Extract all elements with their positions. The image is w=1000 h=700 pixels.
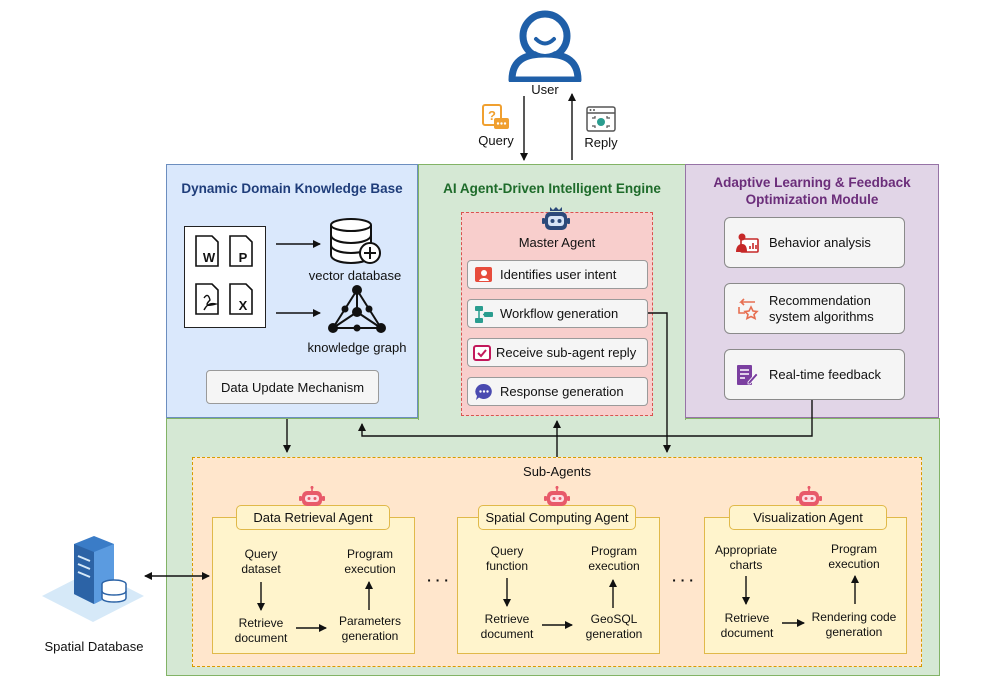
query-label: Query — [478, 133, 514, 148]
sub-robot-icon — [544, 486, 570, 506]
step-line: dataset — [241, 562, 281, 576]
step-line: execution — [344, 562, 396, 576]
master-item-workflow-generation[interactable]: Workflow generation — [467, 299, 648, 328]
master-item-identify-intent[interactable]: Identifies user intent — [467, 260, 648, 289]
engine-title: AI Agent-Driven Intelligent Engine — [443, 181, 661, 196]
step-line: function — [485, 559, 529, 573]
adaptive-title-line2: Optimization Module — [745, 192, 879, 207]
visualization-agent-title[interactable]: Visualization Agent — [729, 505, 887, 530]
master-item-label: Identifies user intent — [500, 267, 617, 282]
step-line: Program — [590, 544, 637, 558]
chat-bubble-icon — [475, 383, 492, 400]
step-line: generation — [341, 629, 399, 643]
behavior-analysis-icon — [736, 233, 759, 253]
module-label: Real-time feedback — [769, 366, 881, 382]
ellipsis-2: · · · — [672, 572, 694, 588]
step-line: generation — [825, 625, 883, 639]
intent-icon — [475, 266, 492, 282]
module-label: Behavior analysis — [769, 234, 871, 250]
step-line: execution — [588, 559, 640, 573]
visualization-agent-box — [704, 517, 907, 654]
module-recommendation[interactable]: Recommendation system algorithms — [724, 283, 905, 334]
data-retrieval-agent-title[interactable]: Data Retrieval Agent — [236, 505, 390, 530]
knowledge-base-title: Dynamic Domain Knowledge Base — [181, 181, 403, 196]
step-line: document — [480, 627, 534, 641]
spatial-database-icon — [42, 536, 144, 622]
reply-label: Reply — [584, 135, 618, 150]
step-line: execution — [828, 557, 880, 571]
sub-agents-title: Sub-Agents — [523, 464, 591, 479]
spatial-computing-agent-title[interactable]: Spatial Computing Agent — [478, 505, 636, 530]
module-behavior-analysis[interactable]: Behavior analysis — [724, 217, 905, 268]
master-item-label: Receive sub-agent reply — [496, 345, 637, 360]
word-doc-letter: W — [202, 250, 216, 265]
knowledge-graph-label: knowledge graph — [307, 340, 407, 355]
step-line: Retrieve — [484, 612, 530, 626]
recommendation-icon — [738, 297, 759, 320]
master-item-response-generation[interactable]: Response generation — [467, 377, 648, 406]
module-label-line2: system algorithms — [769, 308, 874, 324]
step-line: charts — [729, 558, 763, 572]
user-icon — [508, 10, 582, 82]
step-line: Program — [830, 542, 877, 556]
reply-icon — [586, 106, 616, 132]
query-icon: ? — [482, 104, 509, 129]
spatial-computing-agent-box — [457, 517, 660, 654]
step-line: Parameters — [338, 614, 402, 628]
module-realtime-feedback[interactable]: Real-time feedback — [724, 349, 905, 400]
user-label: User — [531, 82, 559, 97]
svg-text:?: ? — [488, 108, 496, 123]
document-files-icons — [195, 235, 253, 315]
step-line: Query — [490, 544, 524, 558]
step-line: document — [720, 626, 774, 640]
data-update-mechanism-button[interactable]: Data Update Mechanism — [206, 370, 379, 404]
step-line: Appropriate — [714, 543, 778, 557]
adaptive-title-line1: Adaptive Learning & Feedback — [713, 175, 911, 190]
module-label: Recommendation — [769, 292, 871, 308]
step-line: Retrieve — [238, 616, 284, 630]
master-item-receive-reply[interactable]: Receive sub-agent reply — [467, 338, 648, 367]
workflow-icon — [475, 305, 493, 323]
sub-robot-icon — [299, 486, 325, 506]
master-agent-title: Master Agent — [518, 235, 596, 250]
master-item-label: Response generation — [500, 384, 624, 399]
step-line: Rendering code — [811, 610, 897, 624]
step-line: document — [234, 631, 288, 645]
ellipsis-1: · · · — [427, 572, 449, 588]
receive-reply-icon — [473, 344, 491, 361]
step-line: generation — [585, 627, 643, 641]
ppt-doc-letter: P — [238, 250, 248, 265]
step-line: Query — [244, 547, 278, 561]
step-line: Retrieve — [724, 611, 770, 625]
excel-doc-letter: X — [238, 298, 248, 313]
step-line: Program — [346, 547, 393, 561]
step-line: GeoSQL — [590, 612, 638, 626]
spatial-database-label: Spatial Database — [44, 639, 144, 654]
sub-robot-icon — [796, 486, 822, 506]
vector-database-icon — [330, 218, 381, 265]
adaptive-title: Adaptive Learning & Feedback Optimizatio… — [685, 174, 939, 208]
master-robot-icon — [542, 207, 570, 230]
data-retrieval-agent-box — [212, 517, 415, 654]
knowledge-graph-icon — [328, 285, 386, 333]
master-item-label: Workflow generation — [500, 306, 619, 321]
vector-database-label: vector database — [308, 268, 402, 283]
feedback-edit-icon — [737, 364, 759, 385]
